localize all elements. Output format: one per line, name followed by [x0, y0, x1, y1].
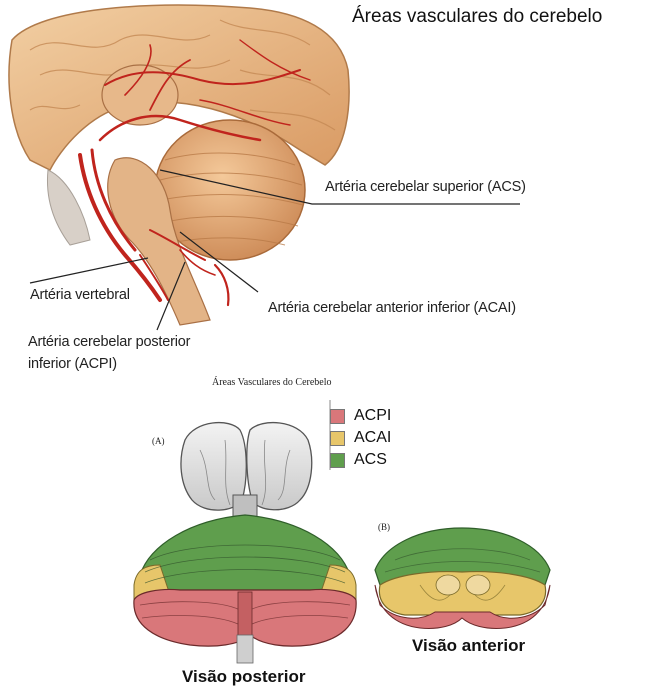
legend-item-acpi: ACPI: [330, 405, 391, 427]
label-acs: Artéria cerebelar superior (ACS): [325, 179, 526, 195]
legend-swatch-acpi: [330, 408, 345, 424]
posterior-spinal-cord: [236, 634, 254, 664]
legend-label-acpi: ACPI: [354, 407, 392, 424]
anterior-peduncle-left: [435, 574, 461, 596]
label-vertebral-artery: Artéria vertebral: [30, 287, 130, 303]
anterior-acai-region: [378, 571, 547, 616]
posterior-acs-region: [139, 514, 351, 591]
lower-figure-subtitle: Áreas Vasculares do Cerebelo: [212, 377, 332, 388]
anterior-acs-region: [374, 527, 551, 586]
label-acpi-line2: inferior (ACPI): [28, 356, 117, 372]
diagram-title: Áreas vasculares do cerebelo: [352, 6, 603, 27]
legend-item-acai: ACAI: [330, 427, 391, 449]
leader-line-vertebral: [29, 257, 149, 284]
brain-lateral-illustration: [8, 4, 520, 331]
label-anterior-view: Visão anterior: [412, 636, 526, 655]
legend-swatch-acai: [330, 430, 345, 446]
posterior-view-illustration: [133, 421, 357, 664]
leader-line-acs: [159, 169, 520, 205]
panel-tag-b: (B): [378, 522, 390, 532]
legend-swatch-acs: [330, 452, 345, 468]
posterior-right-hemisphere: [246, 421, 313, 511]
legend: ACPI ACAI ACS: [330, 405, 391, 471]
legend-item-acs: ACS: [330, 449, 391, 471]
label-acai: Artéria cerebelar anterior inferior (ACA…: [268, 300, 516, 316]
leader-line-acpi: [156, 261, 186, 331]
anterior-peduncle-right: [465, 574, 491, 596]
pons-medulla-shape: [107, 157, 211, 326]
leader-line-acai: [179, 231, 259, 293]
legend-label-acai: ACAI: [354, 429, 392, 446]
brainstem-base: [46, 169, 91, 246]
legend-label-acs: ACS: [354, 451, 387, 468]
midbrain-shape: [101, 64, 179, 126]
label-acpi-line1: Artéria cerebelar posterior: [28, 334, 191, 350]
anterior-acpi-region: [374, 584, 551, 629]
vertebral-artery-shape: [78, 153, 162, 302]
posterior-vermis: [237, 591, 253, 638]
anterior-view-illustration: [374, 527, 551, 629]
panel-tag-a: (A): [152, 436, 165, 446]
label-posterior-view: Visão posterior: [182, 667, 306, 686]
